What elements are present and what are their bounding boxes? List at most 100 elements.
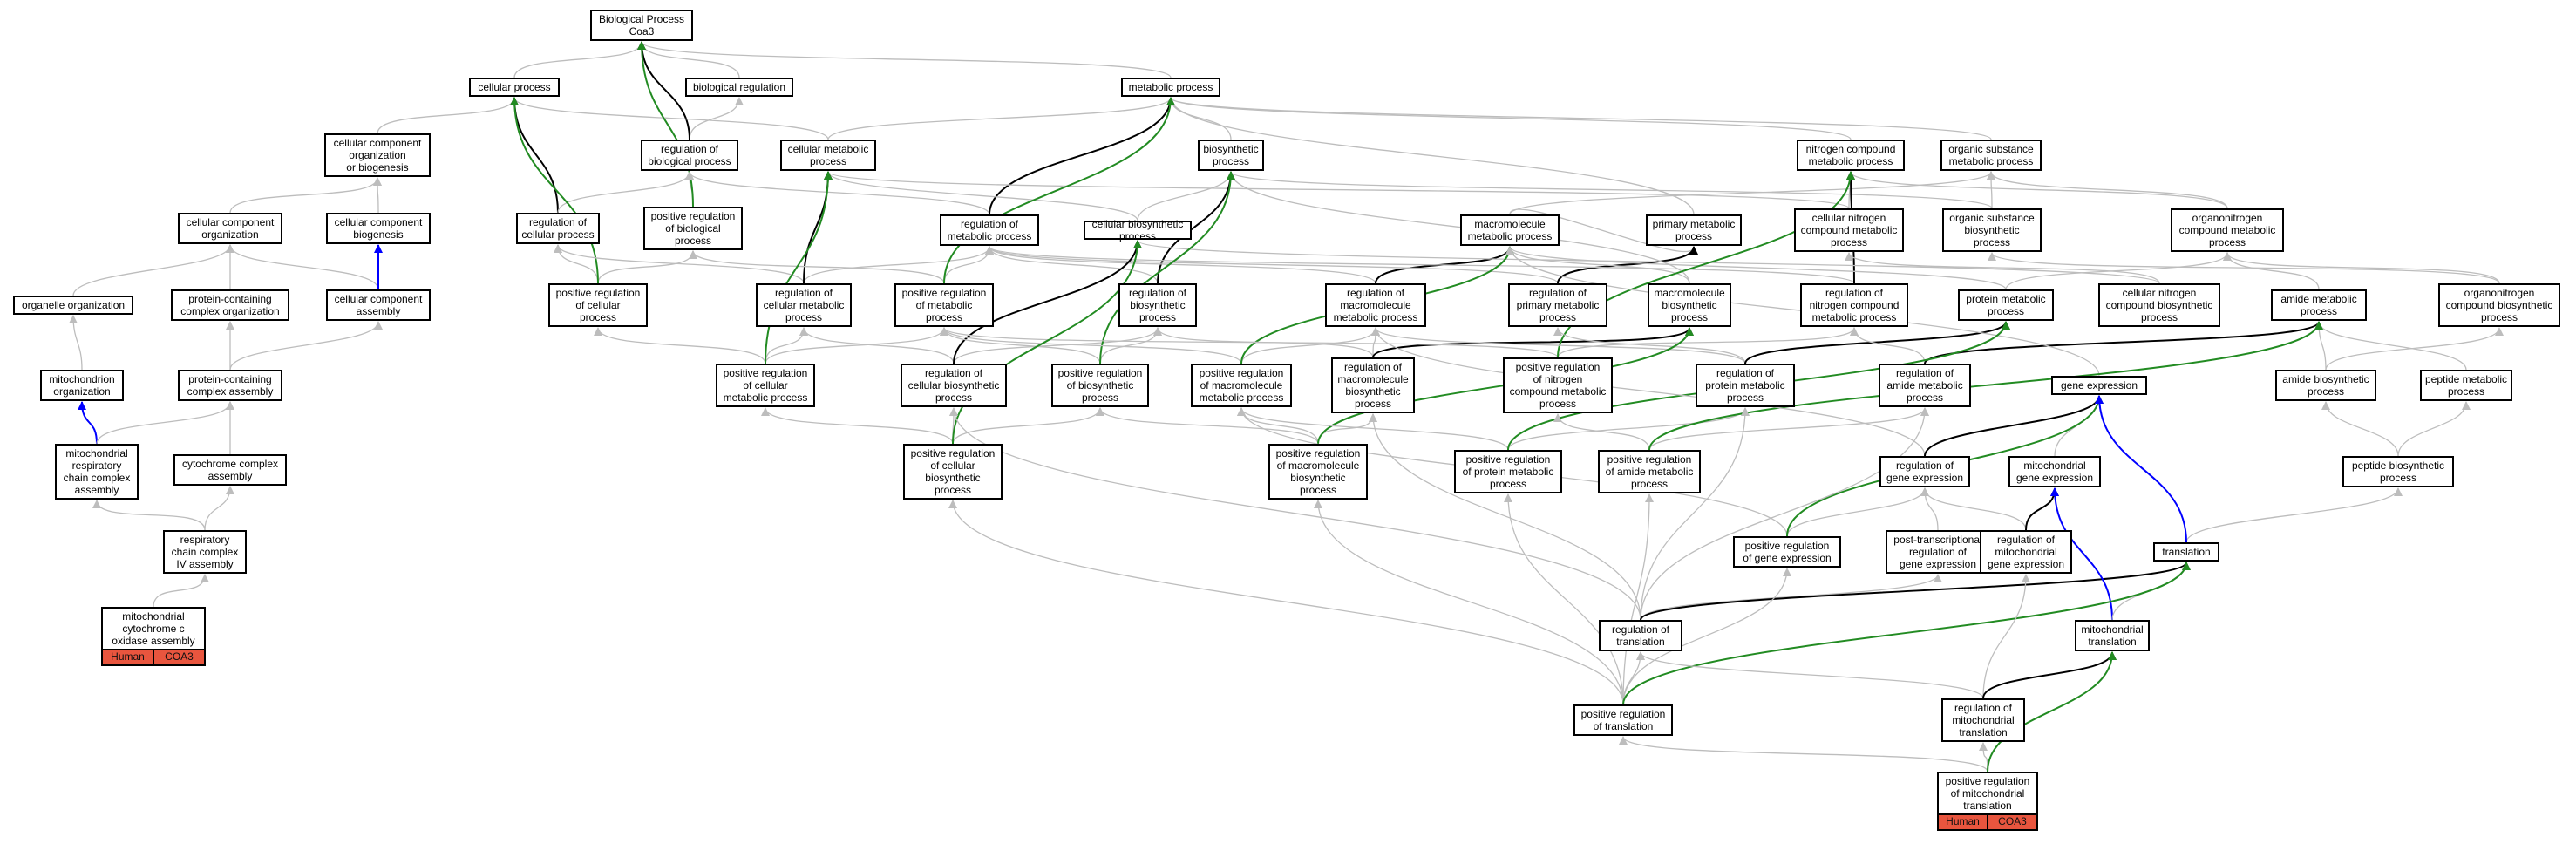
edge-part-of [1640,562,2191,621]
edge-positively-regulates [637,41,694,208]
go-term-pos-reg-gene-expr[interactable]: positive regulation of gene expression [1733,536,1841,568]
edge-is-a [1622,568,1791,705]
edge-is-a [513,41,646,78]
edge-is-a [637,41,1172,78]
go-term-mito-tl[interactable]: mitochondrial translation [2075,620,2150,651]
go-term-pos-reg-prot-metab[interactable]: positive regulation of protein metabolic… [1454,450,1562,493]
go-term-pos-reg-tl[interactable]: positive regulation of translation [1573,704,1673,736]
go-term-organelle-org[interactable]: organelle organization [13,296,133,315]
edge-is-a [594,327,766,364]
go-term-biosyn[interactable]: biosynthetic process [1198,140,1264,171]
go-term-peptide-metab[interactable]: peptide metabolic process [2420,370,2512,401]
go-term-pos-reg-nitro[interactable]: positive regulation of nitrogen compound… [1503,357,1613,413]
go-term-org-sub-biosyn[interactable]: organic substance biosynthetic process [1942,208,2042,252]
go-term-resp-iv[interactable]: respiratory chain complex IV assembly [163,530,247,574]
edge-is-a [226,244,379,290]
go-term-pos-reg-amide[interactable]: positive regulation of amide metabolic p… [1598,450,1701,493]
edge-is-a [948,500,1624,705]
go-term-amide-biosyn[interactable]: amide biosynthetic process [2275,370,2376,401]
go-term-pos-reg-biosyn[interactable]: positive regulation of biosynthetic proc… [1051,364,1149,407]
go-term-pc-org[interactable]: protein-containing complex organization [171,289,289,321]
go-term-reg-macro-biosyn[interactable]: regulation of macromolecule biosynthetic… [1331,357,1415,413]
species-tag: Human [1937,813,1988,831]
go-term-reg-bio[interactable]: regulation of biological process [641,140,738,171]
go-term-cell-biosyn[interactable]: cellular biosynthetic process [1084,218,1192,242]
go-term-amide-metab[interactable]: amide metabolic process [2271,289,2367,321]
go-term-cc-bio[interactable]: cellular component biogenesis [326,213,431,244]
go-term-reg-nitro-metab[interactable]: regulation of nitrogen compound metaboli… [1800,283,1908,327]
edge-is-a [803,246,994,284]
go-term-prim-metab[interactable]: primary metabolic process [1646,214,1742,246]
edge-regulates [78,401,98,445]
go-term-cell-nitro-biosyn[interactable]: cellular nitrogen compound biosynthetic … [2098,283,2220,327]
go-term-reg-metab[interactable]: regulation of metabolic process [940,214,1039,246]
edge-part-of [989,97,1175,215]
go-term-org-sub-metab[interactable]: organic substance metabolic process [1940,140,2042,171]
go-term-reg-prot-metab[interactable]: regulation of protein metabolic process [1696,364,1795,407]
go-term-pc-assembly[interactable]: protein-containing complex assembly [178,370,282,401]
edge-is-a [1557,327,1859,358]
go-term-mito-cox[interactable]: mitochondrial cytochrome c oxidase assem… [101,607,206,650]
go-term-gene-expr[interactable]: gene expression [2051,376,2147,395]
go-term-reg-prim-metab[interactable]: regulation of primary metabolic process [1508,283,1607,327]
go-term-post-tx[interactable]: post-transcriptional regulation of gene … [1886,530,1990,574]
go-term-organonitro-metab[interactable]: organonitrogen compound metabolic proces… [2171,208,2284,252]
go-term-pos-reg-cell-biosyn[interactable]: positive regulation of cellular biosynth… [903,444,1003,500]
go-term-pos-reg-mito-tl[interactable]: positive regulation of mitochondrial tra… [1937,772,2038,815]
go-term-translation[interactable]: translation [2153,542,2219,562]
go-term-pos-reg-metab[interactable]: positive regulation of metabolic process [894,283,994,327]
go-term-nitro-metab[interactable]: nitrogen compound metabolic process [1797,140,1905,171]
go-term-reg-macro-metab[interactable]: regulation of macromolecule metabolic pr… [1325,283,1426,327]
edge-is-a [761,407,954,445]
go-term-cc-assembly[interactable]: cellular component assembly [326,289,431,321]
edge-part-of [1557,246,1698,284]
go-term-mito-resp[interactable]: mitochondrial respiratory chain complex … [55,444,139,500]
go-term-reg-mito-tl[interactable]: regulation of mitochondrial translation [1941,698,2025,742]
edge-is-a [1845,252,2160,284]
go-term-cyto-assembly[interactable]: cytochrome complex assembly [173,454,287,486]
go-term-reg-tl[interactable]: regulation of translation [1599,620,1682,651]
go-term-reg-cell-metab[interactable]: regulation of cellular metabolic process [756,283,852,327]
edge-is-a [952,407,1104,445]
go-term-macro-biosyn[interactable]: macromolecule biosynthetic process [1648,283,1731,327]
go-term-cell-metab[interactable]: cellular metabolic process [780,140,876,171]
edge-is-a [1622,493,1654,705]
edge-is-a [204,486,234,531]
edge-regulates [2050,487,2113,621]
edge-is-a [1507,407,1750,451]
go-term-bio-reg[interactable]: biological regulation [685,78,793,97]
go-term-pos-reg-cell-metab[interactable]: positive regulation of cellular metaboli… [716,364,815,407]
edge-is-a [1240,327,1380,364]
go-term-cc-org[interactable]: cellular component organization [178,213,282,244]
go-term-macro-metab[interactable]: macromolecule metabolic process [1460,214,1560,246]
go-term-pos-reg-bio[interactable]: positive regulation of biological proces… [643,207,743,250]
go-term-reg-biosyn[interactable]: regulation of biosynthetic process [1118,283,1197,327]
go-term-reg-amide-metab[interactable]: regulation of amide metabolic process [1879,364,1971,407]
go-term-cell-nitro-metab[interactable]: cellular nitrogen compound metabolic pro… [1794,208,1904,252]
go-term-pos-reg-macro-biosyn[interactable]: positive regulation of macromolecule bio… [1268,444,1368,500]
go-term-mito-gene-expr[interactable]: mitochondrial gene expression [2008,456,2101,487]
go-term-root[interactable]: Biological Process Coa3 [590,10,693,41]
go-term-reg-mito-gene-expr[interactable]: regulation of mitochondrial gene express… [1980,530,2072,574]
go-term-prot-metab[interactable]: protein metabolic process [1958,289,2054,321]
edge-is-a [953,327,1162,364]
go-term-pos-reg-cell[interactable]: positive regulation of cellular process [548,283,648,327]
go-term-reg-gene-expr[interactable]: regulation of gene expression [1879,456,1970,487]
go-term-organonitro-biosyn[interactable]: organonitrogen compound biosynthetic pro… [2438,283,2560,327]
go-term-cell-proc[interactable]: cellular process [469,78,560,97]
edge-is-a [1166,97,1992,140]
go-term-cc-org-bio[interactable]: cellular component organization or bioge… [324,133,431,177]
go-term-peptide-biosyn[interactable]: peptide biosynthetic process [2342,456,2454,487]
go-term-reg-cell-biosyn[interactable]: regulation of cellular biosynthetic proc… [901,364,1007,407]
edge-is-a [1553,327,1746,364]
edge-is-a [69,315,83,371]
go-term-mito-org[interactable]: mitochondrion organization [40,370,124,401]
edge-is-a [153,574,209,608]
edge-is-a [689,250,945,284]
go-term-reg-cell[interactable]: regulation of cellular process [516,213,600,244]
go-term-metab[interactable]: metabolic process [1121,78,1220,97]
edge-is-a [799,327,955,364]
edge-is-a [1640,574,1942,621]
go-term-pos-reg-macro-metab[interactable]: positive regulation of macromolecule met… [1191,364,1292,407]
edge-is-a [72,244,234,296]
